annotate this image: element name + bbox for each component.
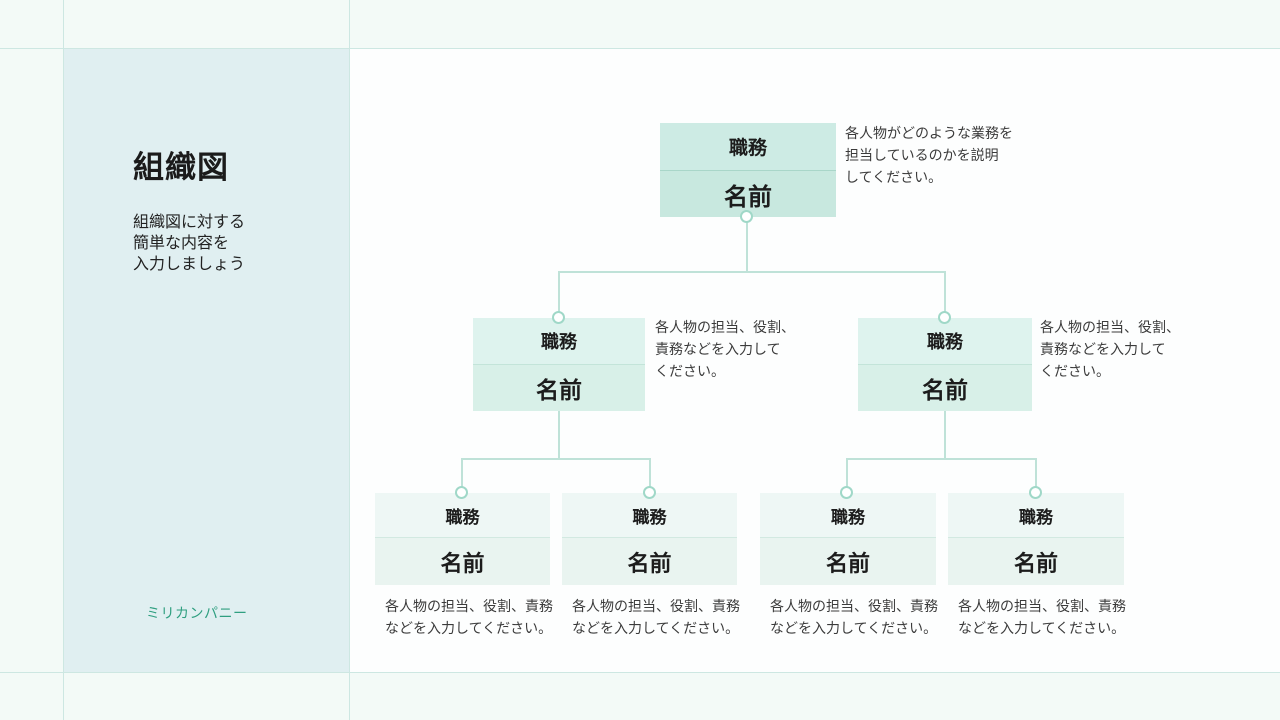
role-cell[interactable]: 職務 [760,493,936,538]
connector-line [1035,458,1037,488]
connector-dot [740,210,753,223]
annotation-member-1[interactable]: 各人物の担当、役割、責務 などを入力してください。 [385,598,553,636]
role-cell[interactable]: 職務 [660,123,836,171]
org-node-member-4[interactable]: 職務 名前 [948,493,1124,585]
role-cell[interactable]: 職務 [948,493,1124,538]
guide-line-vertical-divider [349,0,350,720]
connector-line [746,216,748,272]
annotation-manager-2[interactable]: 各人物の担当、役割、 責務などを入力して ください。 [1040,319,1180,379]
page-title[interactable]: 組織図 [133,150,229,185]
connector-dot [840,486,853,499]
org-node-manager-1[interactable]: 職務 名前 [473,318,645,411]
name-cell[interactable]: 名前 [473,365,645,411]
connector-dot [643,486,656,499]
guide-line-horizontal-top [0,48,1280,49]
name-cell[interactable]: 名前 [562,538,737,585]
connector-line [558,411,560,459]
connector-line [461,458,650,460]
connector-line [846,458,1036,460]
name-cell[interactable]: 名前 [948,538,1124,585]
connector-line [944,271,946,312]
connector-line [649,458,651,488]
annotation-member-2[interactable]: 各人物の担当、役割、責務 などを入力してください。 [572,598,740,636]
org-node-root[interactable]: 職務 名前 [660,123,836,217]
role-cell[interactable]: 職務 [858,318,1032,365]
connector-line [558,271,946,273]
org-node-member-3[interactable]: 職務 名前 [760,493,936,585]
connector-line [461,458,463,488]
annotation-root[interactable]: 各人物がどのような業務を 担当しているのかを説明 してください。 [845,125,1013,185]
company-name[interactable]: ミリカンパニー [146,605,248,621]
role-cell[interactable]: 職務 [562,493,737,538]
sidebar-panel [64,49,349,673]
role-cell[interactable]: 職務 [473,318,645,365]
annotation-member-4[interactable]: 各人物の担当、役割、責務 などを入力してください。 [958,598,1126,636]
connector-line [846,458,848,488]
annotation-manager-1[interactable]: 各人物の担当、役割、 責務などを入力して ください。 [655,319,795,379]
org-node-member-2[interactable]: 職務 名前 [562,493,737,585]
connector-dot [1029,486,1042,499]
name-cell[interactable]: 名前 [858,365,1032,411]
org-node-manager-2[interactable]: 職務 名前 [858,318,1032,411]
guide-line-vertical-left [63,0,64,720]
connector-dot [455,486,468,499]
connector-dot [552,311,565,324]
name-cell[interactable]: 名前 [660,171,836,217]
guide-line-horizontal-bottom [0,672,1280,673]
role-cell[interactable]: 職務 [375,493,550,538]
connector-line [558,271,560,312]
connector-dot [938,311,951,324]
page-description[interactable]: 組織図に対する 簡単な内容を 入力しましょう [133,214,246,273]
connector-line [944,411,946,459]
name-cell[interactable]: 名前 [375,538,550,585]
org-node-member-1[interactable]: 職務 名前 [375,493,550,585]
name-cell[interactable]: 名前 [760,538,936,585]
annotation-member-3[interactable]: 各人物の担当、役割、責務 などを入力してください。 [770,598,938,636]
